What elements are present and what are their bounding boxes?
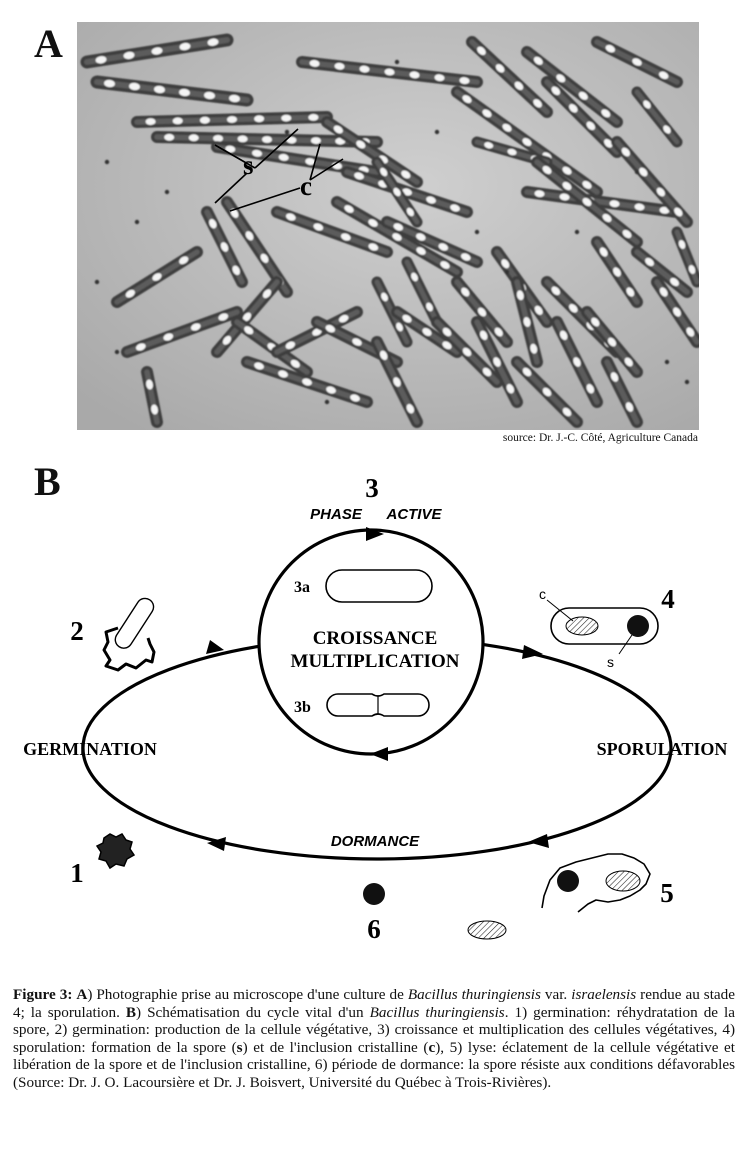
life-cycle-diagram: 3 PHASE ACTIVE 3a CROISSANCE MULTIPLICAT… (0, 460, 750, 980)
caption-species2: Bacillus thuringiensis (370, 1004, 505, 1021)
stage-3-number: 3 (365, 473, 379, 503)
caption-part6: ) et de l'inclusion cristalline ( (243, 1039, 429, 1056)
stage-2-number: 2 (70, 616, 84, 646)
debris-dot (635, 170, 639, 174)
debris-dot (285, 130, 289, 134)
caption-b: B (126, 1004, 136, 1021)
photo-source: source: Dr. J.-C. Côté, Agriculture Cana… (503, 432, 698, 444)
active-label: ACTIVE (385, 506, 442, 523)
debris-dot (575, 230, 579, 234)
stage-6-number: 6 (367, 914, 381, 944)
caption-species1: Bacillus thuringiensis (408, 986, 541, 1003)
spore-stage4 (627, 615, 649, 637)
debris-dot (665, 360, 669, 364)
debris-dot (95, 280, 99, 284)
stage-1-number: 1 (70, 858, 84, 888)
germination-label: GERMINATION (23, 739, 157, 759)
stage-4-c-label: c (539, 586, 546, 602)
stage-3b-label: 3b (294, 699, 311, 716)
debris-dot (475, 230, 479, 234)
stage-5-number: 5 (660, 878, 674, 908)
debris-dot (325, 400, 329, 404)
debris-dot (115, 350, 119, 354)
debris-dot (685, 380, 689, 384)
stage-4-number: 4 (661, 584, 675, 614)
label-s: s (243, 150, 254, 180)
phase-label: PHASE (310, 506, 363, 523)
debris-dot (165, 190, 169, 194)
crystal-inclusion-stage5 (606, 871, 640, 891)
stage-4-s-label: s (607, 654, 614, 670)
vegetative-cell-3a (326, 570, 432, 602)
stage-3a-label: 3a (294, 579, 310, 596)
center-label-multiplication: MULTIPLICATION (291, 651, 460, 672)
debris-dot (505, 270, 509, 274)
sporulation-label: SPORULATION (597, 739, 728, 759)
caption-label: Figure 3: (13, 986, 72, 1003)
spore-stage5 (557, 870, 579, 892)
caption-part2: var. (541, 986, 571, 1003)
debris-dot (435, 130, 439, 134)
spore-stage1 (97, 834, 134, 868)
caption-part4: ) Schématisation du cycle vital d'un (136, 1004, 370, 1021)
spore-stage6 (363, 883, 385, 905)
arrow-ellipse-upper-left (206, 640, 224, 654)
crystal-inclusion-stage6 (468, 921, 506, 939)
panel-a-letter: A (34, 24, 63, 64)
caption-part1: ) Photographie prise au microscope d'une… (87, 986, 408, 1003)
debris-dot (135, 220, 139, 224)
dormance-label: DORMANCE (331, 833, 420, 850)
microscope-photo: s c (77, 22, 699, 430)
center-label-croissance: CROISSANCE (313, 628, 438, 649)
figure-caption: Figure 3: A) Photographie prise au micro… (13, 986, 735, 1092)
arrow-ellipse-lower-right (528, 834, 549, 848)
debris-dot (105, 160, 109, 164)
caption-a: A (76, 986, 87, 1003)
label-c: c (300, 171, 312, 201)
caption-variety: israelensis (571, 986, 636, 1003)
debris-dot (395, 60, 399, 64)
